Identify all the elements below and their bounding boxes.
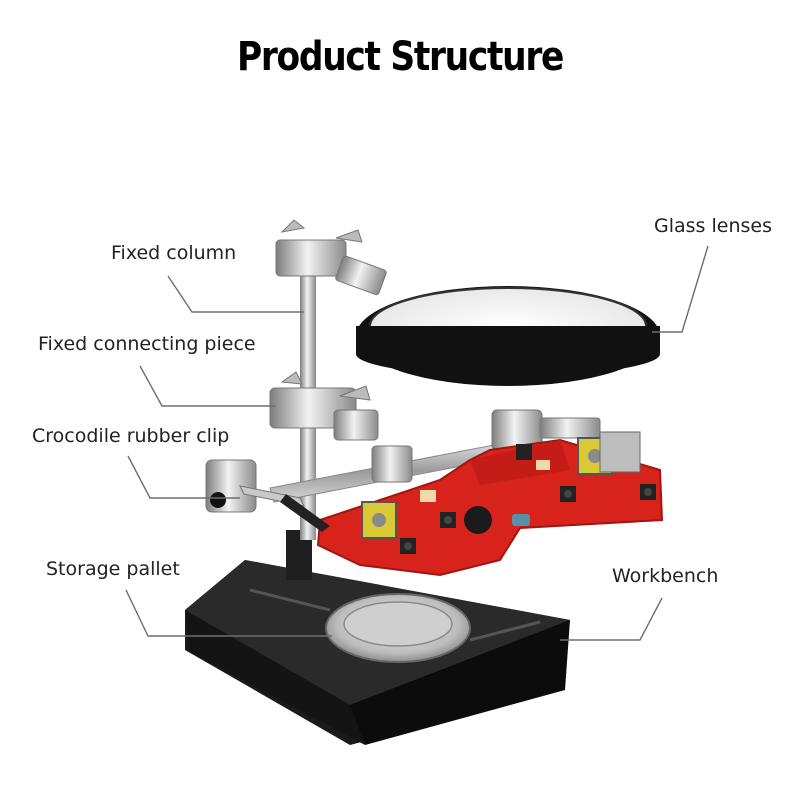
- page-title: Product Structure: [236, 34, 564, 80]
- left-rod-holder: [205, 459, 257, 513]
- storage-pallet-dish: [325, 593, 471, 663]
- label-fixed-column: Fixed column: [111, 242, 237, 264]
- red-pcb-board: [316, 431, 664, 577]
- leader-fixed-connecting-piece: [139, 365, 276, 407]
- label-crocodile-rubber-clip: Crocodile rubber clip: [32, 425, 230, 447]
- label-storage-pallet: Storage pallet: [46, 558, 180, 580]
- arm-clamp: [371, 445, 413, 483]
- label-fixed-connecting-piece: Fixed connecting piece: [38, 333, 256, 355]
- leader-storage-pallet: [125, 589, 332, 637]
- leader-glass-lenses: [652, 245, 709, 333]
- leader-fixed-column: [167, 275, 304, 313]
- leader-workbench: [560, 597, 663, 641]
- label-workbench: Workbench: [612, 565, 719, 587]
- leader-crocodile-clip: [127, 455, 240, 499]
- crocodile-clip: [239, 485, 330, 532]
- glass-lens: [356, 286, 660, 386]
- middle-connector: [269, 371, 379, 441]
- top-connector: [275, 219, 387, 296]
- right-arm-joint: [491, 409, 601, 451]
- leader-lines: [125, 245, 709, 641]
- label-glass-lenses: Glass lenses: [654, 215, 772, 237]
